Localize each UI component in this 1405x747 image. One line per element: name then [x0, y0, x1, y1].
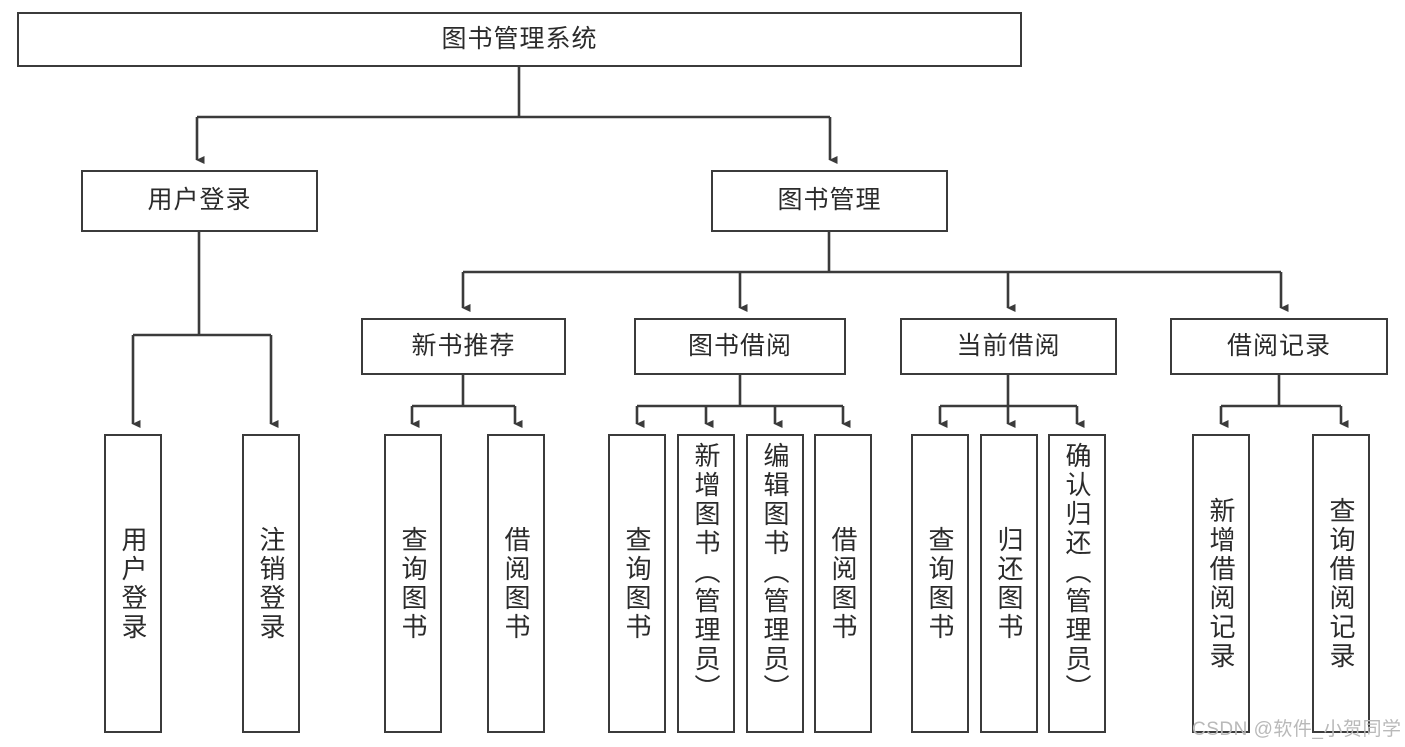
- node-current-borrow-label: 当前借阅: [956, 331, 1061, 360]
- leaf-label: 查询图书: [925, 525, 956, 642]
- leaf-label: 查询图书: [398, 525, 429, 642]
- leaf-book-borrow-query[interactable]: 查询图书: [608, 434, 666, 733]
- node-new-book-recommend-label: 新书推荐: [411, 331, 516, 360]
- leaf-user-login-signout[interactable]: 注销登录: [242, 434, 300, 733]
- leaf-book-borrow-lend[interactable]: 借阅图书: [814, 434, 872, 733]
- node-root[interactable]: 图书管理系统: [17, 12, 1022, 67]
- leaf-label: 新增借阅记录: [1206, 496, 1237, 671]
- node-book-management[interactable]: 图书管理: [711, 170, 948, 232]
- leaf-label: 注销登录: [256, 525, 287, 642]
- leaf-borrow-record-add[interactable]: 新增借阅记录: [1192, 434, 1250, 733]
- leaf-label: 归还图书: [994, 525, 1025, 642]
- leaf-label: 编辑图书（管理员）: [760, 442, 791, 703]
- node-root-label: 图书管理系统: [441, 24, 598, 53]
- node-book-management-label: 图书管理: [777, 186, 882, 215]
- leaf-book-borrow-add[interactable]: 新增图书（管理员）: [677, 434, 735, 733]
- node-book-borrow[interactable]: 图书借阅: [634, 318, 846, 375]
- leaf-label: 借阅图书: [501, 525, 532, 642]
- leaf-current-borrow-confirm[interactable]: 确认归还（管理员）: [1048, 434, 1106, 733]
- node-user-login-label: 用户登录: [147, 186, 252, 215]
- leaf-label: 确认归还（管理员）: [1062, 442, 1093, 703]
- leaf-borrow-record-query[interactable]: 查询借阅记录: [1312, 434, 1370, 733]
- node-user-login[interactable]: 用户登录: [81, 170, 318, 232]
- node-new-book-recommend[interactable]: 新书推荐: [361, 318, 566, 375]
- node-borrow-record-label: 借阅记录: [1226, 331, 1331, 360]
- leaf-label: 查询借阅记录: [1326, 496, 1357, 671]
- node-borrow-record[interactable]: 借阅记录: [1170, 318, 1388, 375]
- leaf-label: 查询图书: [622, 525, 653, 642]
- node-book-borrow-label: 图书借阅: [687, 331, 792, 360]
- csdn-watermark: CSDN @软件_小贺同学: [1192, 719, 1402, 740]
- leaf-current-borrow-query[interactable]: 查询图书: [911, 434, 969, 733]
- leaf-new-book-borrow[interactable]: 借阅图书: [487, 434, 545, 733]
- leaf-user-login-signin[interactable]: 用户登录: [104, 434, 162, 733]
- leaf-label: 借阅图书: [828, 525, 859, 642]
- leaf-label: 新增图书（管理员）: [691, 442, 722, 703]
- leaf-label: 用户登录: [118, 525, 149, 642]
- node-current-borrow[interactable]: 当前借阅: [900, 318, 1117, 375]
- leaf-new-book-query[interactable]: 查询图书: [384, 434, 442, 733]
- leaf-current-borrow-return[interactable]: 归还图书: [980, 434, 1038, 733]
- leaf-book-borrow-edit[interactable]: 编辑图书（管理员）: [746, 434, 804, 733]
